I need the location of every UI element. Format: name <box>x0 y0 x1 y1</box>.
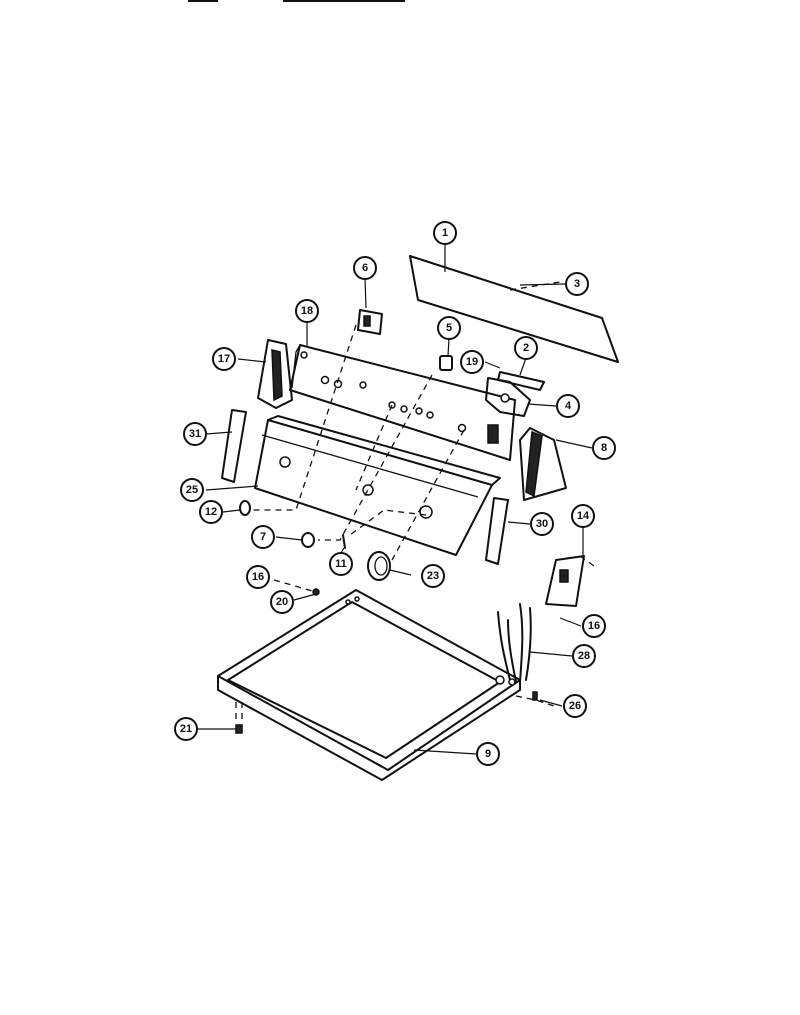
callout-label: 8 <box>601 442 607 454</box>
callout-label: 4 <box>565 400 572 412</box>
callout-label: 12 <box>205 506 217 518</box>
small-knob-part <box>239 500 251 516</box>
assembly-lines <box>235 281 595 724</box>
spring-part <box>342 534 346 549</box>
callout-circle <box>212 347 236 371</box>
callout-label: 9 <box>485 748 491 760</box>
callout-circle <box>246 565 270 589</box>
callout-circle <box>514 336 538 360</box>
callout-label: 11 <box>335 558 347 570</box>
callout-circle <box>563 694 587 718</box>
screw-part <box>235 724 243 734</box>
callout-circle <box>353 256 377 280</box>
callout-label: 20 <box>276 596 288 608</box>
callout-circle <box>460 350 484 374</box>
callout-circle <box>565 272 589 296</box>
callout-label: 30 <box>536 518 548 530</box>
callout-25: 25 <box>180 478 204 502</box>
callout-circle <box>476 742 500 766</box>
knob-part <box>301 532 315 548</box>
callout-7: 7 <box>251 525 275 549</box>
callout-6: 6 <box>353 256 377 280</box>
callout-group: 1 3 6 18 5 2 17 19 4 8 31 25 12 30 7 11 23 14 16 20 16 26 21 9 2… <box>174 221 616 766</box>
callout-circle <box>180 478 204 502</box>
callout-16: 16 <box>246 565 270 589</box>
callout-1: 1 <box>433 221 457 245</box>
bracket-part <box>545 555 585 607</box>
clip-part <box>497 371 545 391</box>
callout-11: 11 <box>329 552 353 576</box>
callout-5: 5 <box>437 316 461 340</box>
screw-part <box>312 588 320 596</box>
callout-circle <box>571 504 595 528</box>
callout-16: 16 <box>582 614 606 638</box>
callout-31: 31 <box>183 422 207 446</box>
callout-label: 23 <box>427 570 439 582</box>
callout-3: 3 <box>565 272 589 296</box>
callout-label: 16 <box>252 571 264 583</box>
callout-20: 20 <box>270 590 294 614</box>
callout-label: 18 <box>301 305 313 317</box>
callout-label: 25 <box>186 484 198 496</box>
callout-label: 7 <box>260 531 266 543</box>
small-switch-part <box>439 355 453 371</box>
callout-circle <box>251 525 275 549</box>
callout-label: 3 <box>574 278 580 290</box>
callout-14: 14 <box>571 504 595 528</box>
callout-label: 17 <box>218 353 230 365</box>
callout-circle <box>421 564 445 588</box>
switch-part <box>357 309 383 335</box>
callout-label: 26 <box>569 700 581 712</box>
callout-circle <box>582 614 606 638</box>
callout-label: 28 <box>578 650 590 662</box>
right-trim-part <box>485 497 509 565</box>
callout-8: 8 <box>592 436 616 460</box>
left-trim-part <box>221 409 247 483</box>
timer-knob-part <box>367 551 391 581</box>
callout-circle <box>556 394 580 418</box>
callout-circle <box>295 299 319 323</box>
callout-circle <box>329 552 353 576</box>
callout-circle <box>437 316 461 340</box>
callout-circle <box>270 590 294 614</box>
callout-12: 12 <box>199 500 223 524</box>
callout-circle <box>572 644 596 668</box>
callout-9: 9 <box>476 742 500 766</box>
leader-lines <box>198 243 593 755</box>
callout-circle <box>199 500 223 524</box>
callout-19: 19 <box>460 350 484 374</box>
screw-part <box>532 691 538 701</box>
callout-label: 6 <box>362 262 368 274</box>
top-panel-part <box>409 255 619 363</box>
callout-circle <box>174 717 198 741</box>
callout-30: 30 <box>530 512 554 536</box>
callout-23: 23 <box>421 564 445 588</box>
callout-label: 21 <box>180 723 192 735</box>
callout-label: 14 <box>577 510 590 522</box>
callout-circle <box>530 512 554 536</box>
callout-26: 26 <box>563 694 587 718</box>
timer-part <box>485 377 531 417</box>
callout-label: 1 <box>442 227 448 239</box>
callout-17: 17 <box>212 347 236 371</box>
callout-4: 4 <box>556 394 580 418</box>
callout-label: 19 <box>466 356 478 368</box>
callout-label: 5 <box>446 322 452 334</box>
callout-circle <box>433 221 457 245</box>
callout-28: 28 <box>572 644 596 668</box>
callout-18: 18 <box>295 299 319 323</box>
callout-label: 31 <box>189 428 201 440</box>
top-frame-part <box>217 589 521 781</box>
callout-label: 16 <box>588 620 600 632</box>
callout-21: 21 <box>174 717 198 741</box>
callout-label: 2 <box>523 342 529 354</box>
callout-circle <box>183 422 207 446</box>
callout-2: 2 <box>514 336 538 360</box>
callout-circle <box>592 436 616 460</box>
left-endcap-part <box>257 339 293 409</box>
console-part <box>254 415 501 556</box>
right-endcap-part <box>519 427 567 501</box>
